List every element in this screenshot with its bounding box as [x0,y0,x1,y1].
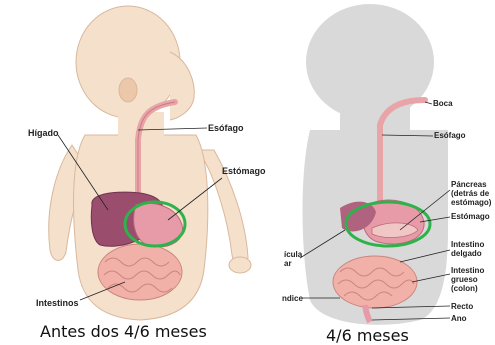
label-large-intestine-3: (colon) [451,284,478,293]
label-liver: Hígado [28,128,59,138]
leader-line-mouth [425,102,432,104]
label-esophagus-right: Esófago [434,131,466,140]
label-small-intestine-1: Intestino [451,240,484,249]
label-large-intestine-1: Intestino [451,266,484,275]
left-infant-hand [229,257,251,273]
label-appendix: ndice [282,294,303,303]
infant-illustration-left [49,6,251,320]
caption-right: 4/6 meses [326,326,409,345]
label-small-intestine-2: delgado [451,249,482,258]
label-mouth: Boca [433,99,453,108]
infant-illustration-right [300,4,450,325]
label-stomach-right: Estómago [451,212,490,221]
label-large-intestine-2: grueso [451,275,478,284]
label-intestines: Intestinos [36,298,79,308]
left-infant-face [170,52,194,120]
left-infant-ear [119,78,137,102]
left-intestines [98,244,182,300]
label-rectum: Recto [451,302,473,311]
label-gallbladder-1: ícula [284,250,302,259]
label-pancreas-1: Páncreas [451,180,487,189]
label-pancreas-3: estómago) [451,198,491,207]
caption-left: Antes dos 4/6 meses [40,322,207,341]
label-stomach-left: Estómago [222,166,266,176]
label-pancreas-2: (detrás de [451,189,489,198]
label-anus: Ano [451,314,467,323]
label-gallbladder-2: ar [284,259,292,268]
label-esophagus-left: Esófago [208,123,244,133]
right-intestines [333,256,417,308]
